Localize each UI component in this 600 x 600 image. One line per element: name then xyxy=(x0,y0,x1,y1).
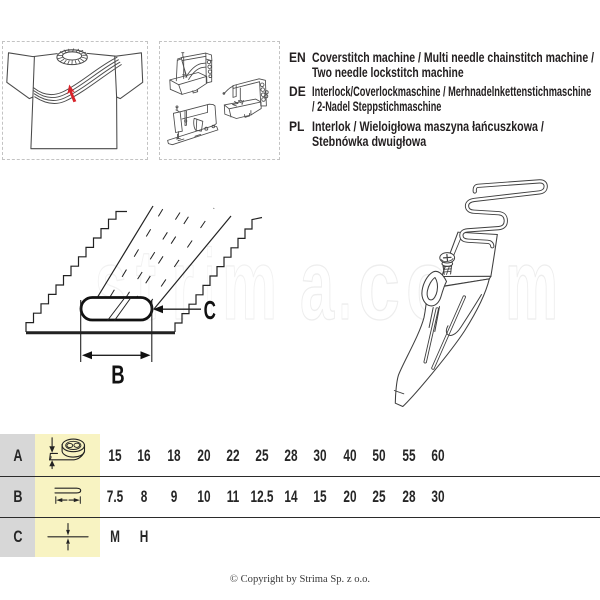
svg-text:m: m xyxy=(222,229,277,341)
svg-text:.: . xyxy=(339,229,351,341)
svg-text:t: t xyxy=(136,229,156,341)
svg-text:B: B xyxy=(111,360,124,389)
svg-text:s: s xyxy=(95,229,127,341)
svg-text:C: C xyxy=(204,295,216,325)
svg-text:c: c xyxy=(358,229,400,341)
svg-text:a: a xyxy=(300,229,335,341)
svg-text:m: m xyxy=(505,229,558,341)
